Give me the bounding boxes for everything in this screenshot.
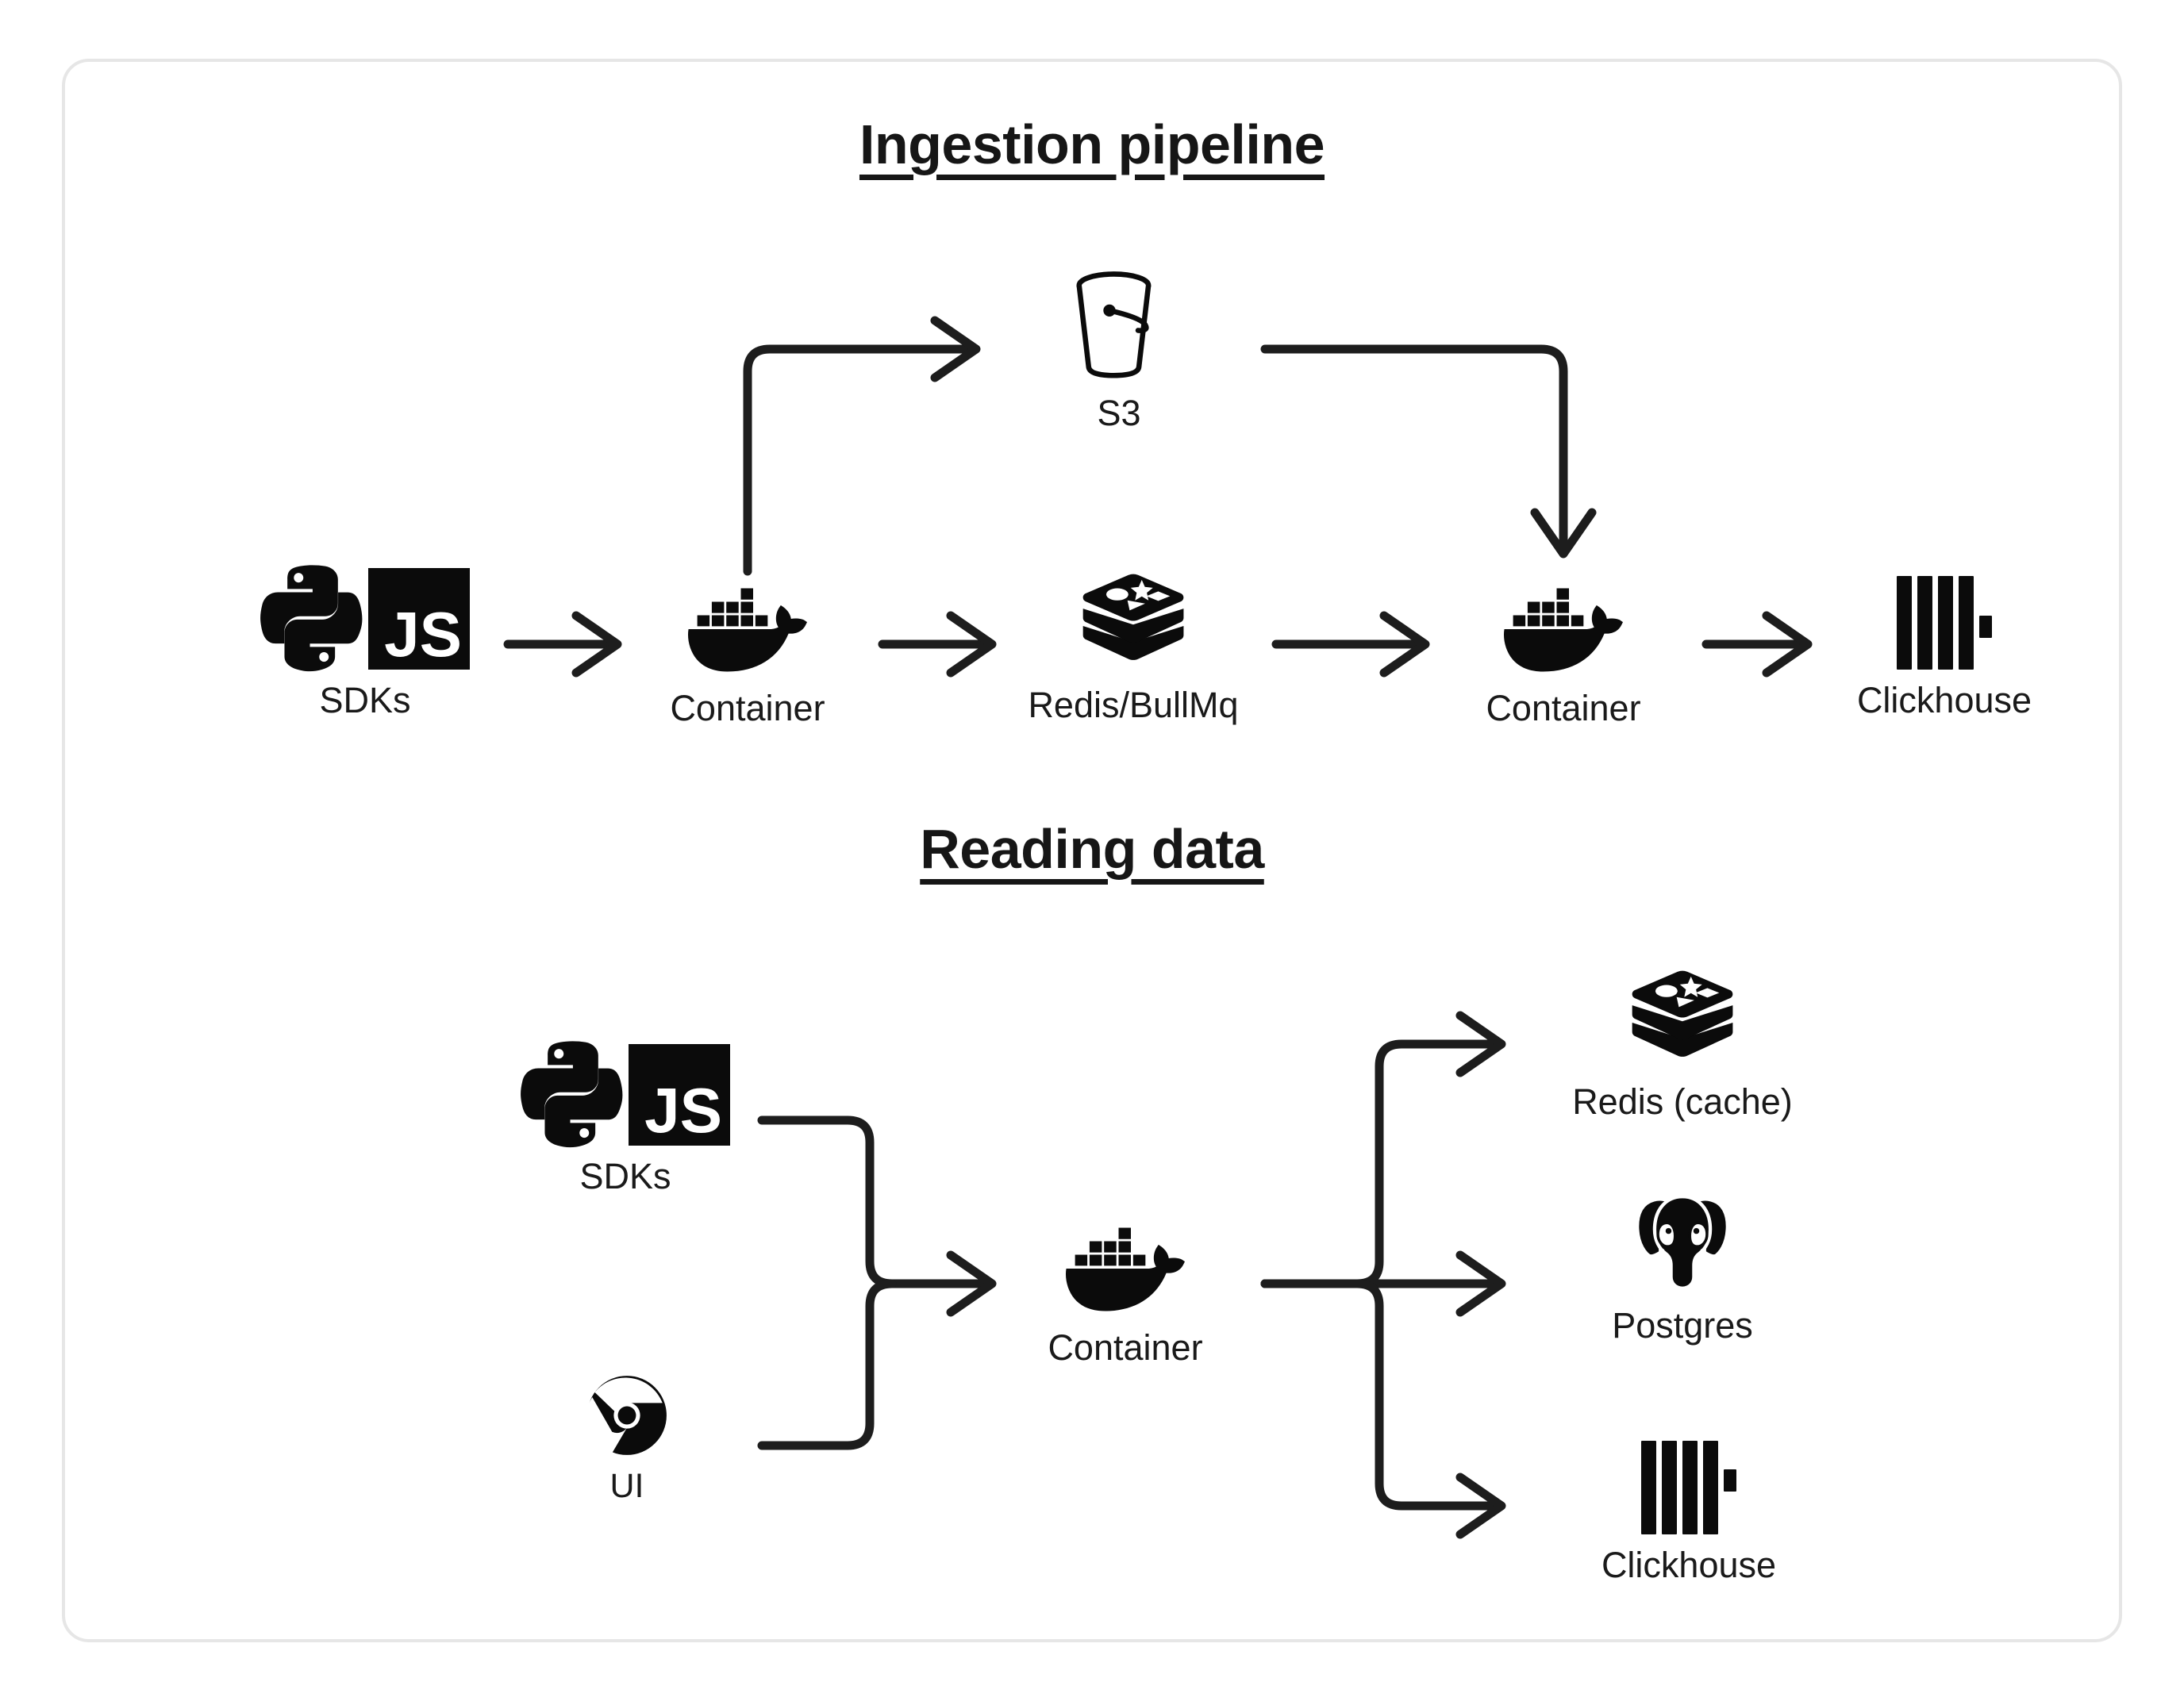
node-sdks-ingest[interactable]: JS SDKs [238,565,492,718]
docker-whale-icon [1065,1212,1185,1317]
node-ui-chrome[interactable]: UI [548,1373,706,1503]
node-label: Redis/BullMq [1028,685,1239,725]
s3-bucket-glyph [1076,271,1152,378]
redis-stack-glyph [1632,970,1733,1057]
node-s3[interactable]: S3 [1008,270,1230,431]
python-js-sdk-icon: JS [260,565,470,672]
node-clickhouse-read[interactable]: Clickhouse [1562,1430,1816,1583]
node-container-ingest[interactable]: Container [629,573,867,726]
node-label: UI [609,1467,644,1505]
docker-whale-glyph [1065,1227,1185,1311]
node-label: Postgres [1612,1305,1753,1346]
chrome-icon [586,1373,668,1457]
javascript-logo-icon: JS [368,568,470,670]
node-label: S3 [1097,393,1141,433]
node-label: SDKs [319,680,411,720]
clickhouse-bars-icon [1640,1430,1738,1534]
node-label: Clickhouse [1856,680,2032,720]
s3-bucket-icon [1067,270,1171,389]
redis-stack-icon [1074,570,1193,674]
node-postgres[interactable]: Postgres [1563,1190,1801,1343]
docker-whale-glyph [1503,588,1623,672]
node-label: Container [1486,688,1641,728]
clickhouse-bars-glyph [1897,576,1992,670]
ingestion-section-title: Ingestion pipeline [859,113,1325,175]
docker-whale-icon [687,573,807,678]
redis-stack-glyph [1082,574,1184,660]
node-label: SDKs [579,1156,671,1196]
redis-stack-icon [1623,966,1742,1071]
python-logo-icon [521,1041,623,1148]
node-redis-bullmq[interactable]: Redis/BullMq [1000,570,1267,723]
node-label: Redis (cache) [1572,1081,1793,1122]
chrome-glyph [586,1376,667,1456]
node-label: Container [670,688,825,728]
javascript-logo-icon: JS [629,1044,730,1146]
node-label: Container [1048,1327,1203,1368]
node-sdks-read[interactable]: JS SDKs [498,1041,752,1194]
node-clickhouse-ingest[interactable]: Clickhouse [1817,565,2071,718]
postgres-elephant-glyph [1636,1195,1729,1290]
node-redis-cache[interactable]: Redis (cache) [1532,966,1833,1119]
node-container-read[interactable]: Container [1006,1212,1244,1365]
clickhouse-bars-glyph [1641,1441,1736,1534]
docker-whale-icon [1503,573,1623,678]
node-container-worker[interactable]: Container [1444,573,1682,726]
node-label: Clickhouse [1601,1545,1777,1585]
docker-whale-glyph [687,588,807,672]
postgres-elephant-icon [1630,1190,1735,1295]
clickhouse-bars-icon [1895,565,1994,670]
python-logo-icon [260,565,363,672]
reading-section-title: Reading data [920,818,1264,880]
python-js-sdk-icon: JS [521,1041,730,1148]
